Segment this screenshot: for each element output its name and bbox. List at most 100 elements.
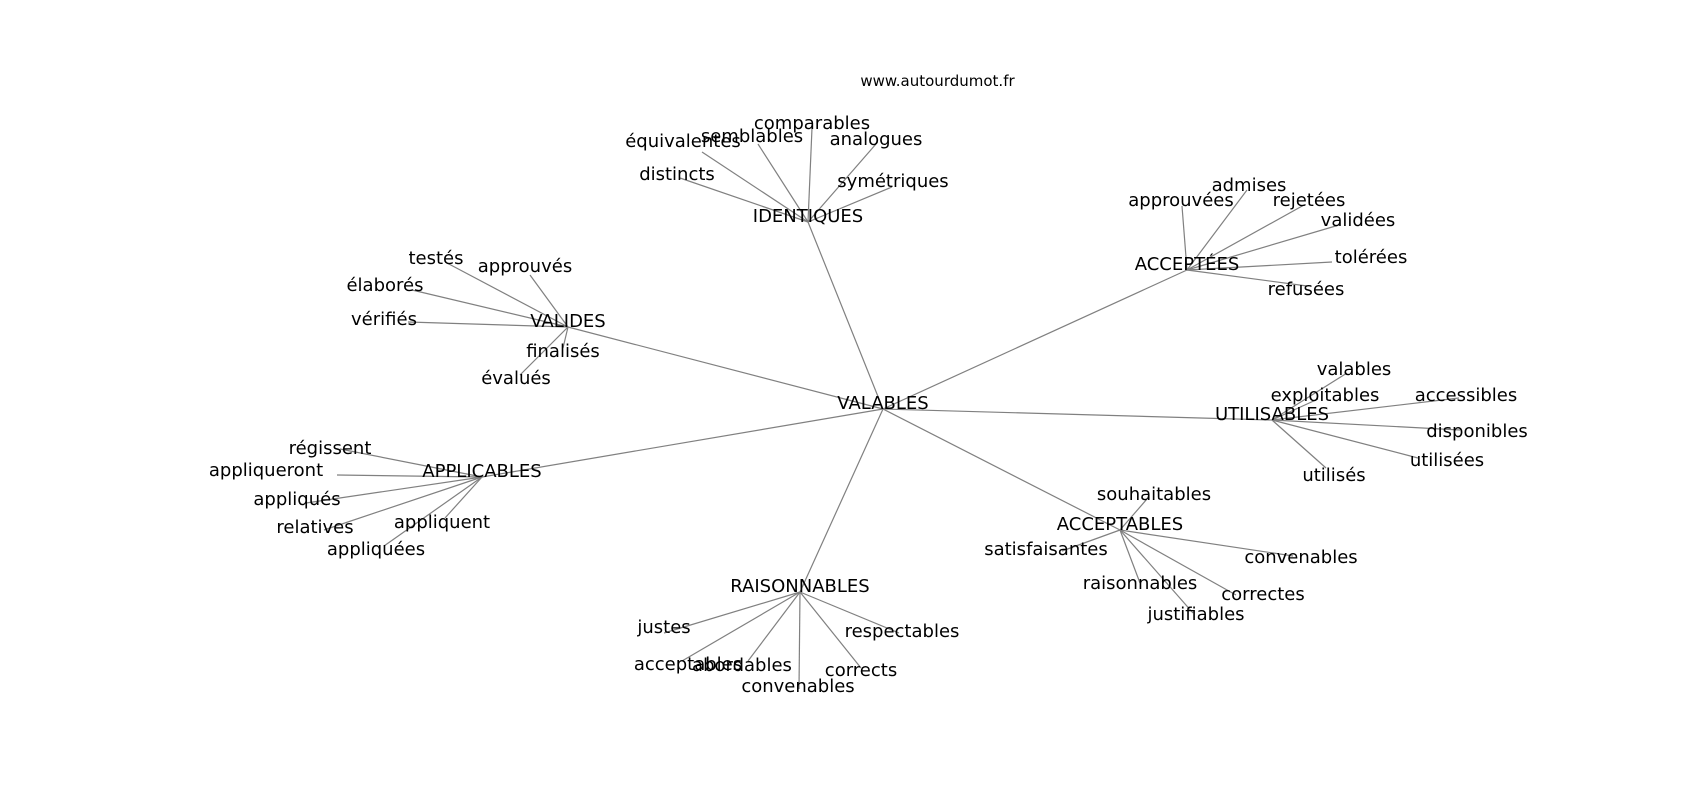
edge-hub-to-leaf xyxy=(1186,269,1308,287)
leaf-node-label: testés xyxy=(408,248,463,269)
edge-hub-to-leaf xyxy=(336,474,483,478)
edge-hub-to-leaf xyxy=(1271,419,1419,459)
edge-hub-to-leaf xyxy=(1186,224,1340,271)
leaf-node-label: semblables xyxy=(701,126,803,147)
leaf-node-label: relatives xyxy=(276,517,353,538)
leaf-node-label: distincts xyxy=(639,164,715,185)
edge-hub-to-leaf xyxy=(1119,498,1148,531)
edge-hub-to-leaf xyxy=(679,177,809,223)
leaf-node-label: symétriques xyxy=(837,171,948,192)
edge-center-to-hub xyxy=(799,408,884,593)
edge-hub-to-leaf xyxy=(1271,419,1461,431)
edge-hub-to-leaf xyxy=(701,151,809,223)
edge-hub-to-leaf xyxy=(1181,205,1188,271)
leaf-node-label: acceptables xyxy=(634,654,742,675)
edge-center-to-hub xyxy=(882,408,1273,421)
edge-hub-to-leaf xyxy=(444,476,483,519)
edge-hub-to-leaf xyxy=(1186,189,1248,271)
graph-labels: VALABLESIDENTIQUEScomparablessemblablesé… xyxy=(209,113,1528,697)
edge-hub-to-leaf xyxy=(798,591,801,690)
edge-hub-to-leaf xyxy=(1119,529,1294,557)
edge-hub-to-leaf xyxy=(305,476,483,504)
edge-hub-to-leaf xyxy=(1186,204,1305,271)
edge-hub-to-leaf xyxy=(562,326,569,349)
leaf-node-label: finalisés xyxy=(526,341,600,362)
edge-hub-to-leaf xyxy=(383,476,483,547)
edge-hub-to-leaf xyxy=(1271,398,1319,421)
edge-hub-to-leaf xyxy=(411,289,569,328)
leaf-node-label: correctes xyxy=(1221,584,1304,605)
leaf-node-label: raisonnables xyxy=(1083,573,1198,594)
leaf-node-label: approuvés xyxy=(478,256,572,277)
leaf-node-label: élaborés xyxy=(346,275,423,296)
leaf-node-label: vérifiés xyxy=(351,309,417,330)
leaf-node-label: validées xyxy=(1321,210,1396,231)
hub-node-label: RAISONNABLES xyxy=(730,576,869,597)
hub-node-label: APPLICABLES xyxy=(422,461,541,482)
edge-hub-to-leaf xyxy=(1119,529,1237,596)
edge-hub-to-leaf xyxy=(529,274,569,328)
leaf-node-label: tolérées xyxy=(1335,247,1408,268)
edge-hub-to-leaf xyxy=(446,262,569,328)
center-node-label: VALABLES xyxy=(837,393,928,414)
hub-node-label: VALIDES xyxy=(530,311,605,332)
leaf-node-label: approuvées xyxy=(1128,190,1234,211)
edge-center-to-hub xyxy=(882,269,1188,410)
edge-hub-to-leaf xyxy=(799,591,862,669)
edge-hub-to-leaf xyxy=(807,127,813,223)
leaf-node-label: accessibles xyxy=(1415,385,1518,406)
edge-hub-to-leaf xyxy=(807,186,893,223)
leaf-node-label: satisfaisantes xyxy=(984,539,1108,560)
edge-hub-to-leaf xyxy=(407,321,569,328)
leaf-node-label: exploitables xyxy=(1271,385,1380,406)
leaf-node-label: corrects xyxy=(825,660,897,681)
edge-hub-to-leaf xyxy=(807,143,877,223)
edge-hub-to-leaf xyxy=(339,448,483,478)
edge-hub-to-leaf xyxy=(519,326,569,376)
leaf-node-label: convenables xyxy=(741,676,854,697)
hub-node-label: ACCEPTÉES xyxy=(1135,253,1240,275)
edge-hub-to-leaf xyxy=(1119,529,1194,614)
edge-hub-to-leaf xyxy=(1061,529,1121,552)
leaf-node-label: convenables xyxy=(1244,547,1357,568)
edge-center-to-hub xyxy=(882,408,1121,531)
edge-hub-to-leaf xyxy=(1186,261,1333,271)
hub-node-label: IDENTIQUES xyxy=(753,206,863,227)
edge-hub-to-leaf xyxy=(1271,372,1348,421)
leaf-node-label: évalués xyxy=(481,368,551,389)
leaf-node-label: comparables xyxy=(754,113,870,134)
leaf-node-label: abordables xyxy=(692,655,792,676)
leaf-node-label: admises xyxy=(1212,175,1287,196)
edge-hub-to-leaf xyxy=(747,591,801,662)
edge-hub-to-leaf xyxy=(663,591,801,634)
leaf-node-label: appliquent xyxy=(394,512,490,533)
hub-node-label: UTILISABLES xyxy=(1215,404,1329,425)
hub-node-label: ACCEPTABLES xyxy=(1057,514,1183,535)
edge-hub-to-leaf xyxy=(757,143,809,223)
graph-edges xyxy=(305,127,1461,690)
leaf-node-label: refusées xyxy=(1268,279,1345,300)
leaf-node-label: valables xyxy=(1317,359,1392,380)
leaf-node-label: utilisées xyxy=(1410,450,1484,471)
edge-center-to-hub xyxy=(481,408,884,478)
edge-hub-to-leaf xyxy=(799,591,900,634)
edge-hub-to-leaf xyxy=(323,476,483,531)
leaf-node-label: analogues xyxy=(830,129,923,150)
leaf-node-label: appliqués xyxy=(253,489,340,510)
leaf-node-label: respectables xyxy=(845,621,960,642)
edge-center-to-hub xyxy=(807,221,884,410)
edge-hub-to-leaf xyxy=(681,591,801,662)
leaf-node-label: utilisés xyxy=(1302,465,1365,486)
leaf-node-label: souhaitables xyxy=(1097,484,1211,505)
leaf-node-label: justifiables xyxy=(1146,604,1244,625)
leaf-node-label: appliqueront xyxy=(209,460,323,481)
edge-hub-to-leaf xyxy=(1271,419,1327,469)
site-watermark: www.autourdumot.fr xyxy=(860,72,1015,90)
edge-hub-to-leaf xyxy=(1271,397,1460,421)
leaf-node-label: justes xyxy=(636,617,690,638)
leaf-node-label: rejetées xyxy=(1273,190,1346,211)
leaf-node-label: disponibles xyxy=(1426,421,1528,442)
leaf-node-label: équivalentes xyxy=(625,131,741,152)
